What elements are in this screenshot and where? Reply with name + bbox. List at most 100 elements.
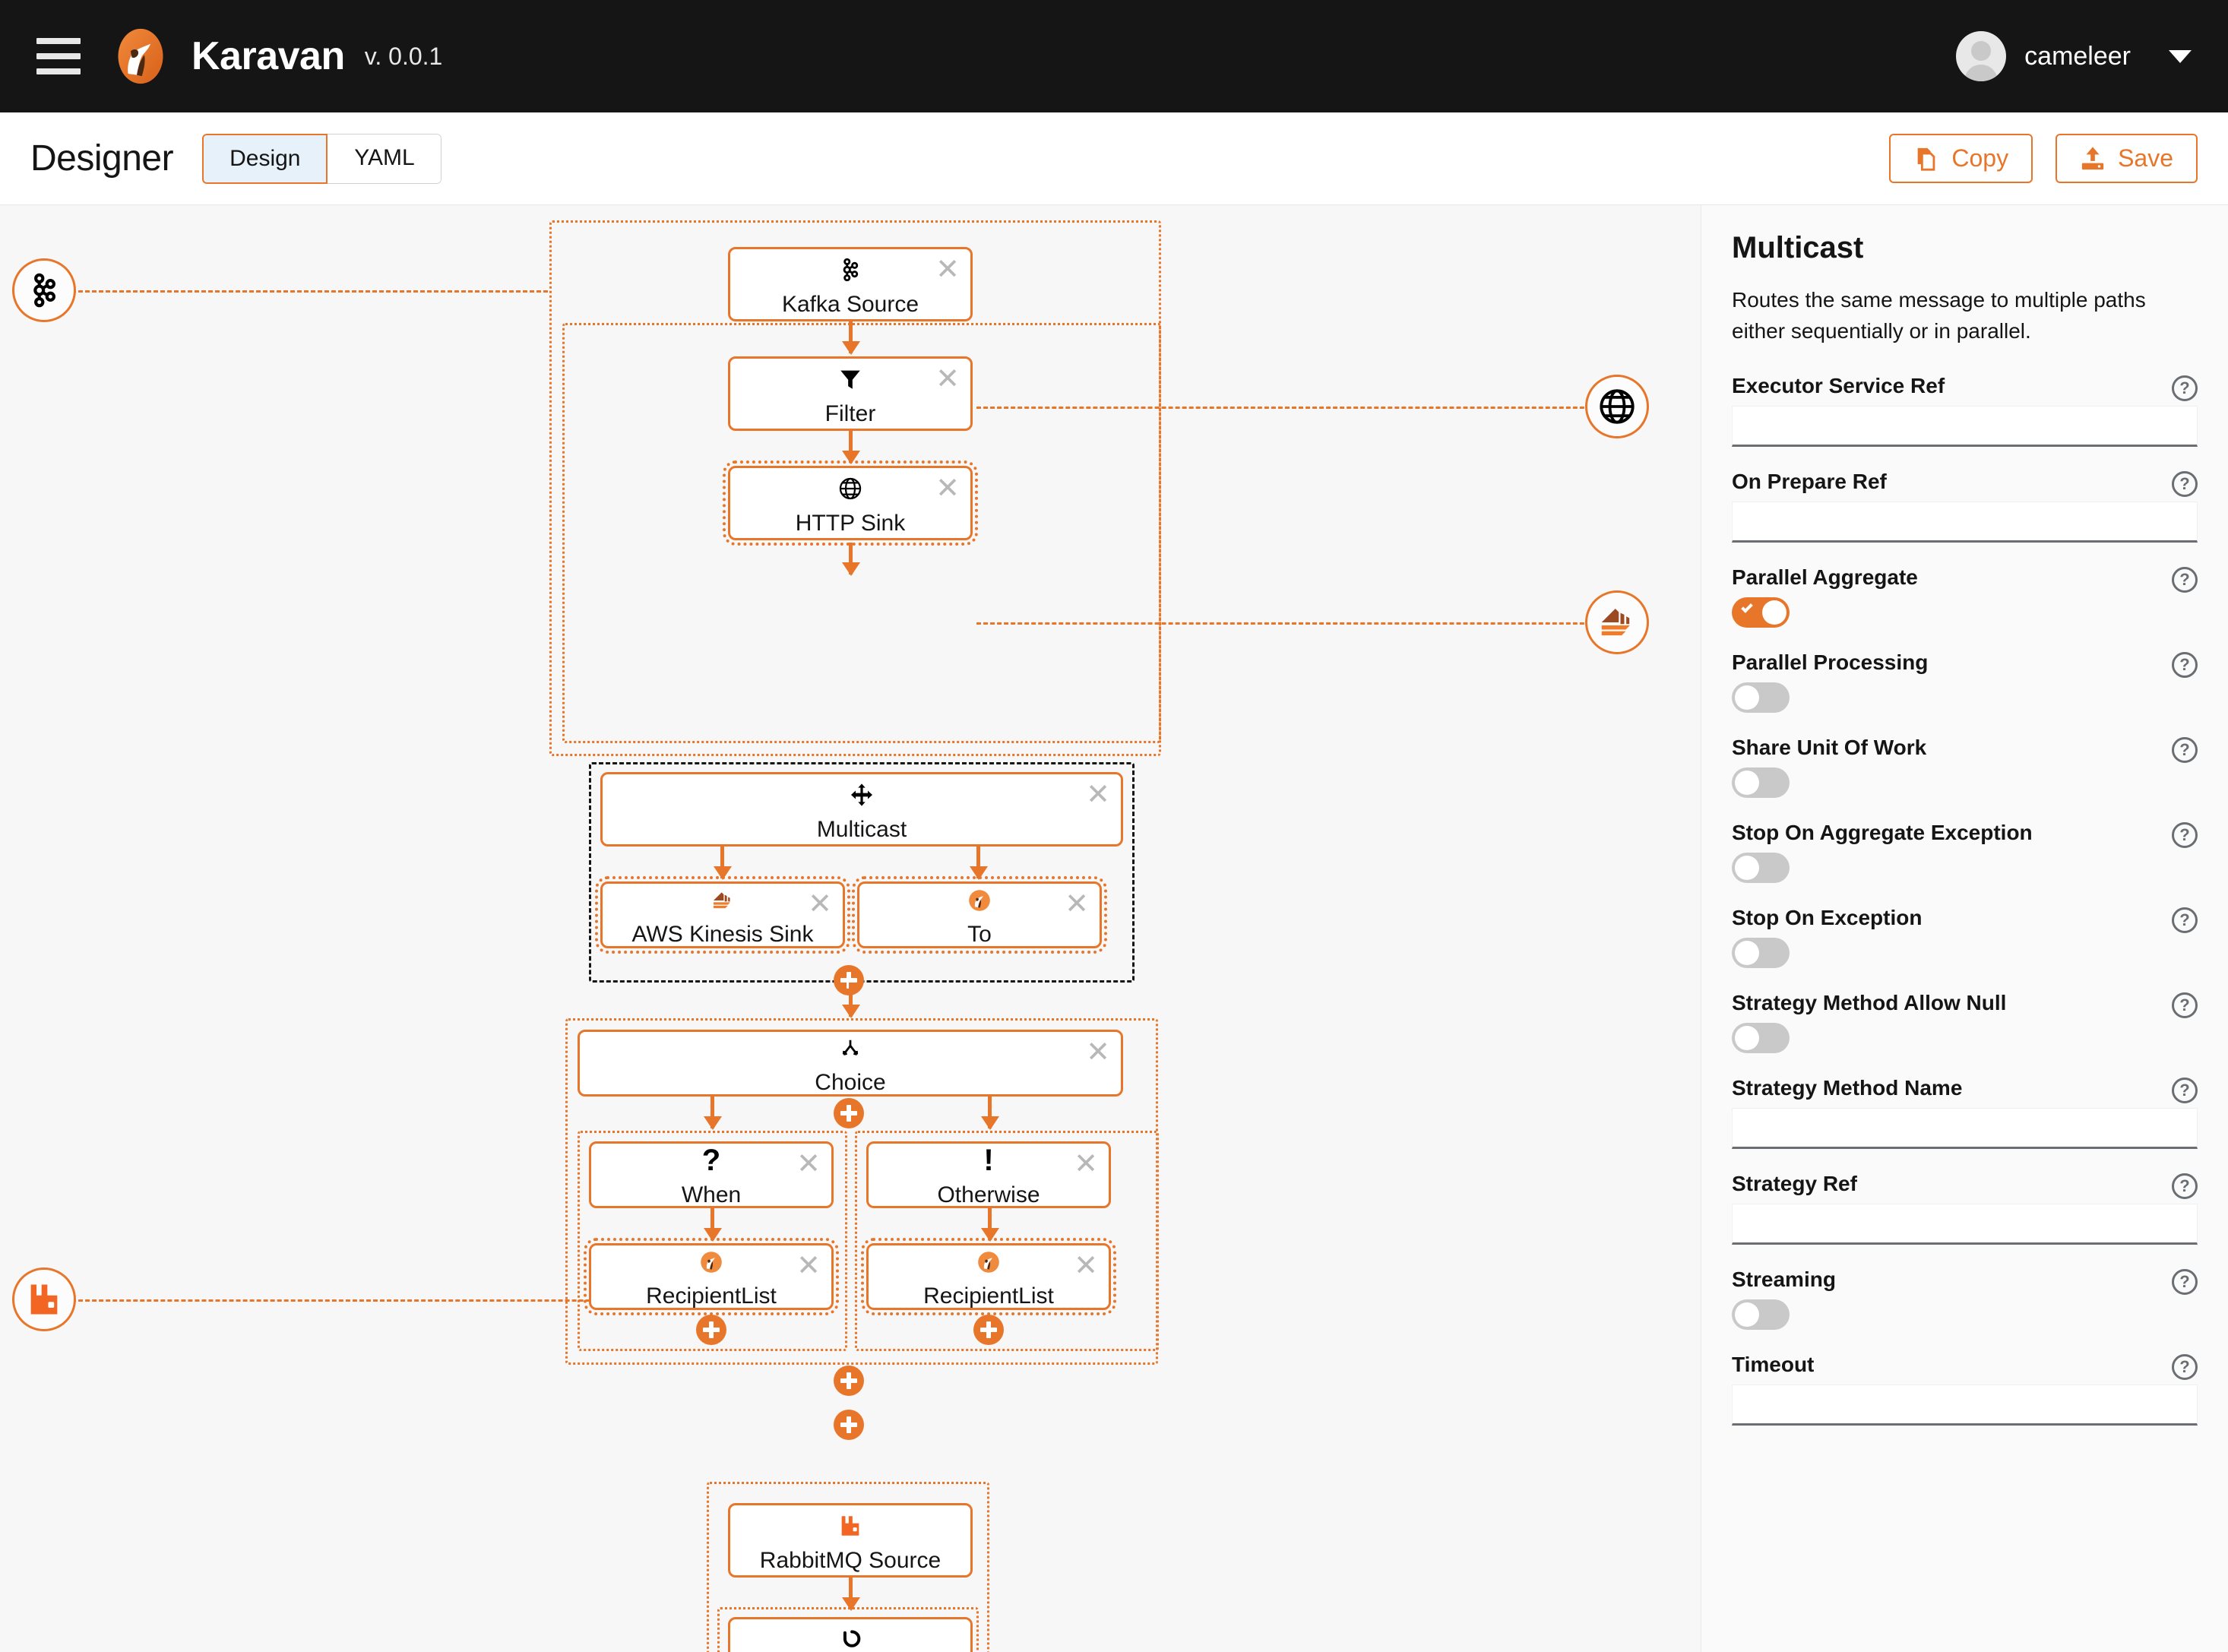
help-icon[interactable]: ?	[2172, 737, 2198, 764]
globe-icon	[1600, 389, 1635, 424]
bubble-aws-kinesis[interactable]	[1585, 590, 1649, 654]
rabbitmq-icon	[837, 1508, 863, 1543]
field-label: Parallel Processing	[1732, 650, 1929, 675]
close-icon[interactable]: ✕	[1086, 779, 1110, 811]
step-label: RecipientList	[646, 1283, 777, 1309]
help-icon[interactable]: ?	[2172, 471, 2198, 498]
copy-button[interactable]: Copy	[1889, 134, 2033, 183]
step-multicast[interactable]: ✕ Multicast	[600, 772, 1123, 847]
bubble-http[interactable]	[1585, 375, 1649, 438]
step-recipientlist-otherwise[interactable]: ✕ RecipientList	[861, 1238, 1116, 1315]
add-step-in-multicast[interactable]	[834, 965, 864, 995]
flow1-steps-container[interactable]	[562, 323, 1161, 743]
strategy-ref-input[interactable]	[1732, 1204, 2198, 1245]
help-icon[interactable]: ?	[2172, 567, 2198, 593]
step-label: RabbitMQ Source	[759, 1548, 942, 1573]
otherwise-branch-container[interactable]	[855, 1131, 1159, 1351]
step-to[interactable]: ✕ To	[852, 876, 1107, 954]
http-connector-line	[976, 407, 1619, 409]
close-icon[interactable]: ✕	[935, 363, 960, 395]
timeout-input[interactable]	[1732, 1385, 2198, 1426]
help-icon[interactable]: ?	[2172, 375, 2198, 402]
field-label: Stop On Aggregate Exception	[1732, 821, 2033, 845]
rabbitmq-icon	[30, 1284, 58, 1315]
on-prepare-ref-input[interactable]	[1732, 502, 2198, 543]
flow2-container[interactable]	[707, 1482, 989, 1652]
tab-design[interactable]: Design	[202, 133, 328, 184]
step-label: Choice	[815, 1070, 886, 1095]
chevron-down-icon[interactable]	[2169, 49, 2192, 63]
strategy-method-name-input[interactable]	[1732, 1108, 2198, 1150]
tab-yaml[interactable]: YAML	[328, 133, 442, 184]
parallel-aggregate-toggle[interactable]	[1732, 597, 1790, 628]
step-aws-kinesis-sink[interactable]: ✕ AWS Kinesis Sink	[595, 876, 850, 954]
add-when-branch[interactable]	[834, 1098, 864, 1128]
add-step-in-flow1[interactable]	[834, 1410, 864, 1440]
step-filter[interactable]: ✕ Filter	[728, 356, 973, 431]
stop-on-aggregate-exception-toggle[interactable]	[1732, 853, 1790, 884]
step-when[interactable]: ✕ ? When	[589, 1141, 834, 1208]
field-stop-on-aggregate-exception: Stop On Aggregate Exception ?	[1732, 821, 2198, 884]
step-label: Kafka Source	[781, 292, 919, 317]
step-recipientlist-when[interactable]: ✕ RecipientList	[584, 1238, 839, 1315]
field-stop-on-exception: Stop On Exception ?	[1732, 906, 2198, 969]
karavan-camel-logo	[118, 28, 163, 84]
step-kafka-source[interactable]: ✕ Kafka Source	[728, 247, 973, 321]
bubble-kafka[interactable]	[12, 258, 76, 322]
stop-on-exception-toggle[interactable]	[1732, 938, 1790, 969]
when-branch-container[interactable]	[578, 1131, 847, 1351]
step-choice[interactable]: ✕ Choice	[578, 1030, 1123, 1097]
step-loop[interactable]: ✕ Loop	[728, 1617, 973, 1652]
add-step-after-choice[interactable]	[834, 1366, 864, 1396]
main-area: ✕ Kafka Source ✕ Filter ✕	[0, 205, 2228, 1652]
kafka-connector-line	[58, 290, 548, 293]
close-icon[interactable]: ✕	[808, 888, 832, 920]
help-icon[interactable]: ?	[2172, 1173, 2198, 1200]
help-icon[interactable]: ?	[2172, 652, 2198, 679]
arrow-kafka-to-filter	[849, 321, 853, 353]
help-icon[interactable]: ?	[2172, 907, 2198, 934]
help-icon[interactable]: ?	[2172, 1354, 2198, 1381]
add-step-in-when[interactable]	[696, 1315, 726, 1345]
strategy-method-allow-null-toggle[interactable]	[1732, 1023, 1790, 1054]
save-button[interactable]: Save	[2056, 134, 2198, 183]
executor-service-ref-input[interactable]	[1732, 406, 2198, 448]
user-menu[interactable]: cameleer	[1956, 31, 2192, 81]
share-unit-of-work-toggle[interactable]	[1732, 767, 1790, 799]
help-icon[interactable]: ?	[2172, 822, 2198, 849]
field-timeout: Timeout ?	[1732, 1353, 2198, 1426]
field-strategy-method-name: Strategy Method Name ?	[1732, 1076, 2198, 1150]
field-label: Strategy Method Allow Null	[1732, 991, 2007, 1015]
designer-toolbar: Designer Design YAML Copy Save	[0, 112, 2228, 205]
help-icon[interactable]: ?	[2172, 1269, 2198, 1296]
step-label: When	[681, 1182, 742, 1207]
globe-icon	[837, 471, 863, 506]
close-icon[interactable]: ✕	[1065, 888, 1089, 920]
loop-container[interactable]	[717, 1607, 979, 1652]
bubble-rabbitmq[interactable]	[12, 1267, 76, 1331]
upload-save-icon	[2081, 146, 2104, 169]
parallel-processing-toggle[interactable]	[1732, 682, 1790, 714]
close-icon[interactable]: ✕	[935, 473, 960, 505]
streaming-toggle[interactable]	[1732, 1299, 1790, 1331]
close-icon[interactable]: ✕	[1074, 1250, 1098, 1282]
help-icon[interactable]: ?	[2172, 992, 2198, 1019]
step-http-sink[interactable]: ✕ HTTP Sink	[723, 460, 978, 546]
field-label: Share Unit Of Work	[1732, 736, 1927, 760]
close-icon[interactable]: ✕	[935, 254, 960, 286]
arrow-rabbitmq-to-loop	[849, 1578, 853, 1609]
step-label: RecipientList	[923, 1283, 1054, 1309]
field-strategy-ref: Strategy Ref ?	[1732, 1172, 2198, 1245]
step-otherwise[interactable]: ✕ ! Otherwise	[866, 1141, 1111, 1208]
close-icon[interactable]: ✕	[796, 1250, 821, 1282]
avatar	[1956, 31, 2007, 81]
loop-icon	[837, 1622, 863, 1652]
close-icon[interactable]: ✕	[796, 1148, 821, 1180]
close-icon[interactable]: ✕	[1074, 1148, 1098, 1180]
flow-canvas[interactable]: ✕ Kafka Source ✕ Filter ✕	[0, 205, 1701, 1652]
step-rabbitmq-source[interactable]: ✕ RabbitMQ Source	[728, 1503, 973, 1578]
add-step-in-otherwise[interactable]	[973, 1315, 1004, 1345]
hamburger-icon[interactable]	[36, 38, 81, 74]
close-icon[interactable]: ✕	[1086, 1036, 1110, 1068]
help-icon[interactable]: ?	[2172, 1078, 2198, 1104]
